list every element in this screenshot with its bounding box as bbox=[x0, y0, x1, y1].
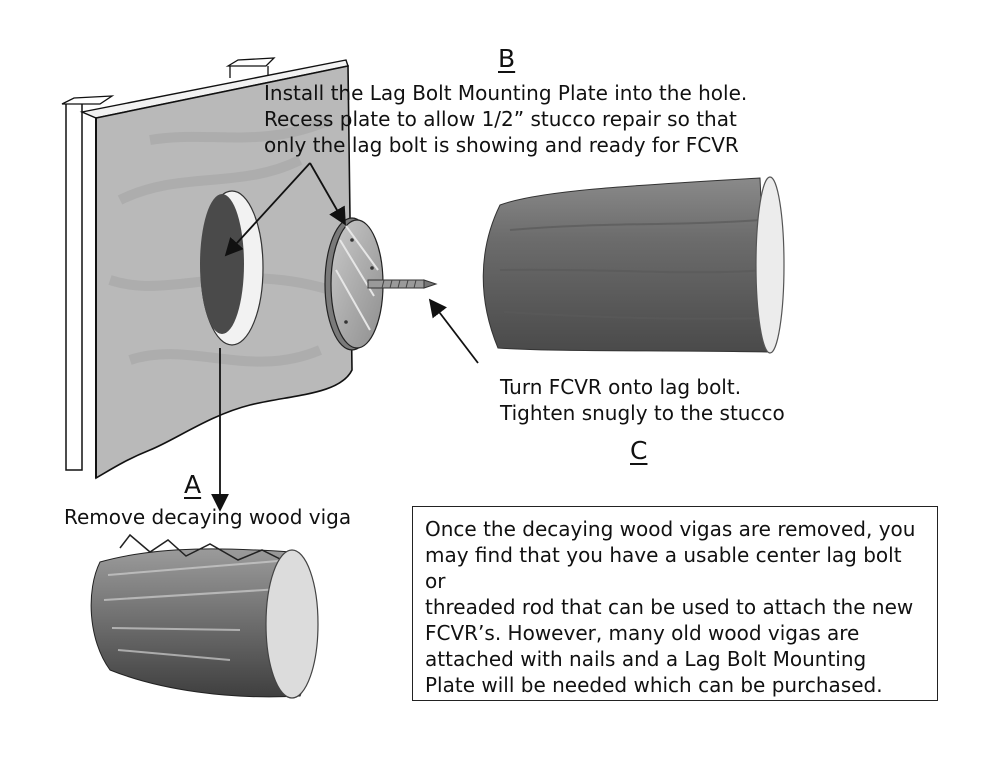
label-c-letter: C bbox=[630, 436, 648, 465]
label-c-caption: Turn FCVR onto lag bolt. Tighten snugly … bbox=[500, 374, 785, 426]
label-b-caption: Install the Lag Bolt Mounting Plate into… bbox=[264, 80, 747, 158]
label-b-line: Recess plate to allow 1/2” stucco repair… bbox=[264, 107, 737, 131]
note-line: attached with nails and a Lag Bolt Mount… bbox=[425, 647, 867, 671]
decaying-viga bbox=[90, 533, 319, 699]
note-line: threaded rod that can be used to attach … bbox=[425, 595, 914, 619]
pointer-arrows bbox=[211, 162, 479, 512]
label-c-line: Tighten snugly to the stucco bbox=[500, 401, 785, 425]
lag-bolt-mounting-plate bbox=[324, 217, 384, 351]
note-line: Once the decaying wood vigas are removed… bbox=[425, 517, 916, 541]
label-a-letter: A bbox=[184, 470, 202, 499]
label-c-line: Turn FCVR onto lag bolt. bbox=[500, 375, 742, 399]
note-line: may find that you have a usable center l… bbox=[425, 543, 902, 593]
lag-bolt bbox=[367, 279, 438, 289]
label-a-caption: Remove decaying wood viga bbox=[64, 505, 352, 529]
label-b-line: Install the Lag Bolt Mounting Plate into… bbox=[264, 81, 748, 105]
fcvr-viga bbox=[482, 176, 785, 354]
info-note-box: Once the decaying wood vigas are removed… bbox=[412, 506, 938, 701]
label-b-line: only the lag bolt is showing and ready f… bbox=[264, 133, 739, 157]
note-line: FCVR’s. However, many old wood vigas are bbox=[425, 621, 860, 645]
viga-hole bbox=[200, 190, 264, 346]
label-b-letter: B bbox=[498, 44, 516, 73]
note-line: Plate will be needed which can be purcha… bbox=[425, 673, 883, 697]
